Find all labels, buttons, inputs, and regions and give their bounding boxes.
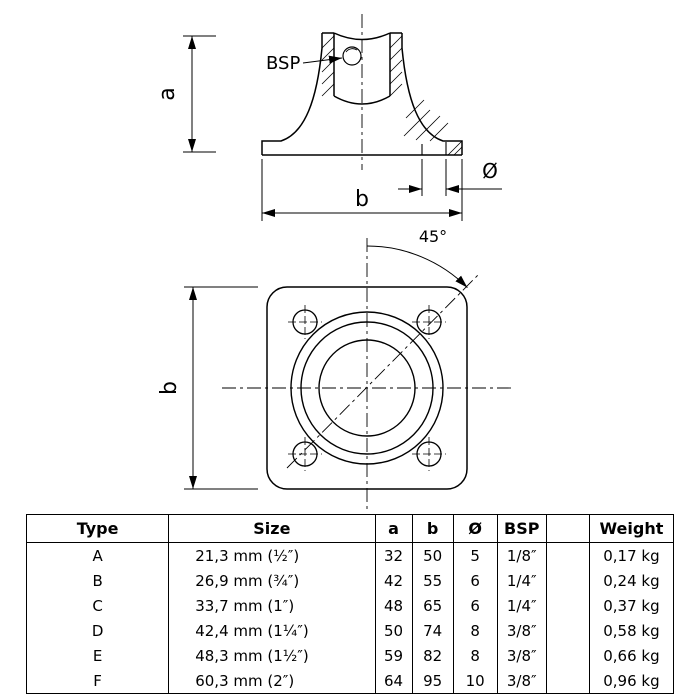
cell-diameter: 6 (452, 593, 498, 618)
col-header-image (545, 514, 590, 543)
header-row: Type Size a b Ø BSP Weight (25, 514, 675, 543)
cell-size: 21,3 mm (½″) (168, 542, 376, 568)
cell-b: 95 (411, 668, 454, 694)
cell-b: 65 (411, 593, 454, 618)
cell-a: 64 (374, 668, 413, 694)
cell-bsp: 1/4″ (496, 593, 547, 618)
col-header-weight: Weight (588, 514, 675, 543)
cell-a: 59 (374, 643, 413, 668)
dimension-b-side (261, 159, 463, 221)
cell-size: 26,9 mm (¾″) (168, 568, 376, 593)
table-row: A 21,3 mm (½″) 32 50 5 1/8″ 0,17 kg (25, 542, 675, 568)
cell-weight: 0,24 kg (588, 568, 675, 593)
cell-size: 48,3 mm (1½″) (168, 643, 376, 668)
cell-bsp: 3/8″ (496, 668, 547, 694)
cell-diameter: 8 (452, 643, 498, 668)
cell-type: D (25, 618, 170, 643)
cell-diameter: 8 (452, 618, 498, 643)
section-hatching (321, 35, 463, 156)
top-view-drawing: 45° b (157, 227, 512, 510)
cell-a: 50 (374, 618, 413, 643)
cell-size: 60,3 mm (2″) (168, 668, 376, 694)
bsp-hole (342, 46, 362, 66)
cell-b: 50 (411, 542, 454, 568)
angle-label: 45° (419, 227, 447, 246)
cell-a: 48 (374, 593, 413, 618)
diameter-dimension (398, 159, 502, 196)
dim-a-label: a (155, 87, 180, 100)
cell-bsp: 1/4″ (496, 568, 547, 593)
diameter-label: Ø (482, 159, 498, 183)
col-header-size: Size (168, 514, 376, 543)
cell-weight: 0,58 kg (588, 618, 675, 643)
bsp-label: BSP (266, 53, 300, 74)
cell-weight: 0,37 kg (588, 593, 675, 618)
cell-image (545, 593, 590, 618)
cell-weight: 0,66 kg (588, 643, 675, 668)
col-header-bsp: BSP (496, 514, 547, 543)
col-header-b: b (411, 514, 454, 543)
cell-bsp: 3/8″ (496, 618, 547, 643)
dim-b-top-label: b (157, 381, 182, 395)
cell-diameter: 10 (452, 668, 498, 694)
square-flange-outline (266, 286, 468, 490)
table-row: E 48,3 mm (1½″) 59 82 8 3/8″ 0,66 kg (25, 643, 675, 668)
col-header-a: a (374, 514, 413, 543)
cell-size: 33,7 mm (1″) (168, 593, 376, 618)
side-view-drawing: BSP a b Ø (155, 14, 502, 221)
flange-outline (261, 32, 463, 156)
angle-annotation (366, 245, 468, 288)
cell-image (545, 643, 590, 668)
cell-b: 55 (411, 568, 454, 593)
cell-weight: 0,96 kg (588, 668, 675, 694)
cell-diameter: 6 (452, 568, 498, 593)
table-row: D 42,4 mm (1¼″) 50 74 8 3/8″ 0,58 kg (25, 618, 675, 643)
cell-image (545, 618, 590, 643)
cell-diameter: 5 (452, 542, 498, 568)
col-header-type: Type (25, 514, 170, 543)
cell-image (545, 668, 590, 694)
top-view-centerlines (222, 238, 512, 510)
cell-image (545, 568, 590, 593)
concentric-circles (290, 311, 444, 465)
corner-hole-centermarks (288, 305, 446, 471)
cell-bsp: 3/8″ (496, 643, 547, 668)
dimension-a (183, 35, 216, 153)
cell-type: E (25, 643, 170, 668)
table-row: C 33,7 mm (1″) 48 65 6 1/4″ 0,37 kg (25, 593, 675, 618)
table-row: F 60,3 mm (2″) 64 95 10 3/8″ 0,96 kg (25, 668, 675, 694)
col-header-diameter: Ø (452, 514, 498, 543)
cell-bsp: 1/8″ (496, 542, 547, 568)
dimension-b-top (184, 286, 258, 490)
cell-type: F (25, 668, 170, 694)
cell-size: 42,4 mm (1¼″) (168, 618, 376, 643)
bsp-leader (302, 55, 343, 64)
cell-b: 74 (411, 618, 454, 643)
cell-weight: 0,17 kg (588, 542, 675, 568)
dim-b-side-label: b (355, 187, 369, 212)
cell-a: 42 (374, 568, 413, 593)
cell-image (545, 542, 590, 568)
cell-type: A (25, 542, 170, 568)
cell-type: C (25, 593, 170, 618)
table-row: B 26,9 mm (¾″) 42 55 6 1/4″ 0,24 kg (25, 568, 675, 593)
technical-drawing: BSP a b Ø (155, 14, 512, 510)
cell-a: 32 (374, 542, 413, 568)
cell-b: 82 (411, 643, 454, 668)
cell-type: B (25, 568, 170, 593)
spec-table: Type Size a b Ø BSP Weight A 21,3 mm (½″… (25, 514, 675, 694)
